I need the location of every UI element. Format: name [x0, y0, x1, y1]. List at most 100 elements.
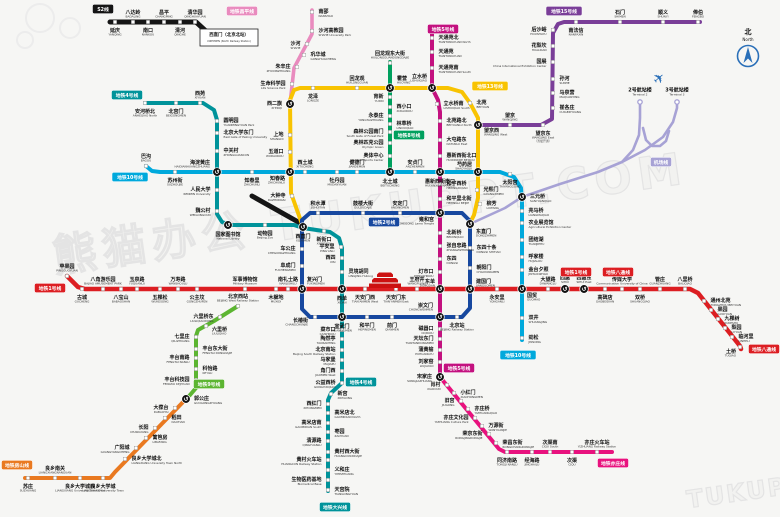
svg-text:四惠: 四惠	[560, 274, 570, 281]
svg-text:LINGJING Hutong: LINGJING Hutong	[349, 274, 374, 278]
svg-text:北京站: 北京站	[449, 322, 464, 329]
svg-text:和平里北街: 和平里北街	[446, 195, 472, 202]
svg-text:TIANTONGYUAN: TIANTONGYUAN	[438, 54, 462, 58]
svg-text:巴沟: 巴沟	[141, 153, 151, 160]
svg-text:HUILONGGUANDONGDAJIE: HUILONGGUANDONGDAJIE	[371, 55, 410, 59]
svg-text:刘家窑: 刘家窑	[418, 358, 433, 365]
svg-text:LIULIQIAODONG: LIULIQIAODONG	[190, 319, 213, 323]
station-marker	[305, 42, 309, 46]
svg-text:SHIMEN: SHIMEN	[614, 14, 625, 18]
svg-text:XINJIEKOU: XINJIEKOU	[317, 242, 332, 246]
svg-text:北京大学东门: 北京大学东门	[224, 129, 254, 136]
station-marker	[388, 105, 392, 109]
svg-text:FUXINGMEN: FUXINGMEN	[307, 282, 325, 286]
svg-text:BEIJING Railway Station: BEIJING Railway Station	[440, 328, 474, 332]
svg-text:军事博物馆: 军事博物馆	[232, 276, 257, 283]
station-marker	[340, 270, 344, 274]
svg-text:牡丹园: 牡丹园	[329, 177, 344, 184]
transfer-station-marker: ↺	[297, 284, 307, 294]
svg-text:天安门西: 天安门西	[355, 294, 375, 301]
svg-text:动物园: 动物园	[257, 230, 272, 237]
svg-text:SIHUI: SIHUI	[561, 280, 569, 284]
tiananmen-icon	[369, 272, 401, 288]
station-marker	[215, 119, 219, 123]
svg-text:果园: 果园	[718, 306, 728, 313]
svg-text:BEIGONGMEN: BEIGONGMEN	[166, 114, 186, 118]
svg-text:RENMIN University: RENMIN University	[183, 192, 210, 196]
station-marker	[574, 20, 578, 24]
svg-text:回龙观东大街: 回龙观东大街	[375, 50, 405, 57]
svg-text:XIZHIMEN (North Railway Statio: XIZHIMEN (North Railway Station)	[207, 39, 251, 43]
svg-text:地铁大兴线: 地铁大兴线	[323, 504, 347, 511]
svg-text:FENGBO: FENGBO	[692, 14, 705, 18]
svg-text:建国门: 建国门	[475, 278, 491, 285]
svg-text:南法信: 南法信	[568, 27, 583, 34]
svg-text:JIAOMEN West: JIAOMEN West	[314, 373, 336, 377]
svg-text:DONGZHIMEN: DONGZHIMEN	[476, 234, 496, 238]
station-labels: 延庆YANQING八达岭BADALING南口NANKOU昌平CHANGPING清…	[20, 8, 754, 496]
station-marker	[438, 348, 442, 352]
station-marker	[162, 20, 166, 24]
station-marker	[658, 287, 662, 291]
svg-text:花梨坎: 花梨坎	[531, 42, 547, 49]
svg-text:黄村西大街: 黄村西大街	[335, 448, 360, 455]
svg-text:MUDANYUAN: MUDANYUAN	[328, 183, 347, 187]
svg-text:三元桥: 三元桥	[530, 193, 546, 200]
svg-text:陶然亭: 陶然亭	[320, 335, 335, 342]
svg-text:良乡大学城北: 良乡大学城北	[132, 455, 162, 462]
station-marker	[101, 287, 105, 291]
station-marker	[355, 170, 359, 174]
svg-text:South Gate of Forest Park: South Gate of Forest Park	[347, 134, 384, 138]
svg-text:天安门东: 天安门东	[386, 294, 406, 301]
station-marker	[335, 170, 339, 174]
station-marker	[215, 188, 219, 192]
station-marker	[548, 450, 552, 454]
svg-text:鼓楼大街: 鼓楼大街	[353, 200, 373, 207]
svg-text:↺: ↺	[475, 169, 480, 176]
svg-text:土桥: 土桥	[726, 348, 737, 355]
station-marker	[326, 421, 330, 425]
svg-text:沙河: 沙河	[290, 40, 300, 47]
svg-text:GONGZHUFEN: GONGZHUFEN	[187, 300, 208, 304]
station-marker	[445, 383, 449, 387]
svg-text:新宫: 新宫	[338, 390, 348, 397]
svg-text:朱辛庄: 朱辛庄	[275, 63, 290, 70]
station-marker	[236, 304, 240, 308]
svg-text:大望路: 大望路	[540, 276, 556, 283]
transfer-station-marker: ↺	[385, 167, 395, 177]
svg-text:↺: ↺	[183, 396, 188, 403]
svg-text:安定门: 安定门	[392, 200, 407, 207]
svg-text:SUZHOUJIE: SUZHOUJIE	[167, 183, 183, 187]
svg-text:荣昌东街: 荣昌东街	[502, 439, 523, 446]
svg-text:TONGJI NANLU: TONGJI NANLU	[496, 463, 518, 467]
station-marker	[310, 29, 314, 33]
svg-text:DONGSI: DONGSI	[447, 261, 459, 265]
svg-text:LIBAFANG: LIBAFANG	[153, 440, 167, 444]
station-marker	[388, 154, 392, 158]
